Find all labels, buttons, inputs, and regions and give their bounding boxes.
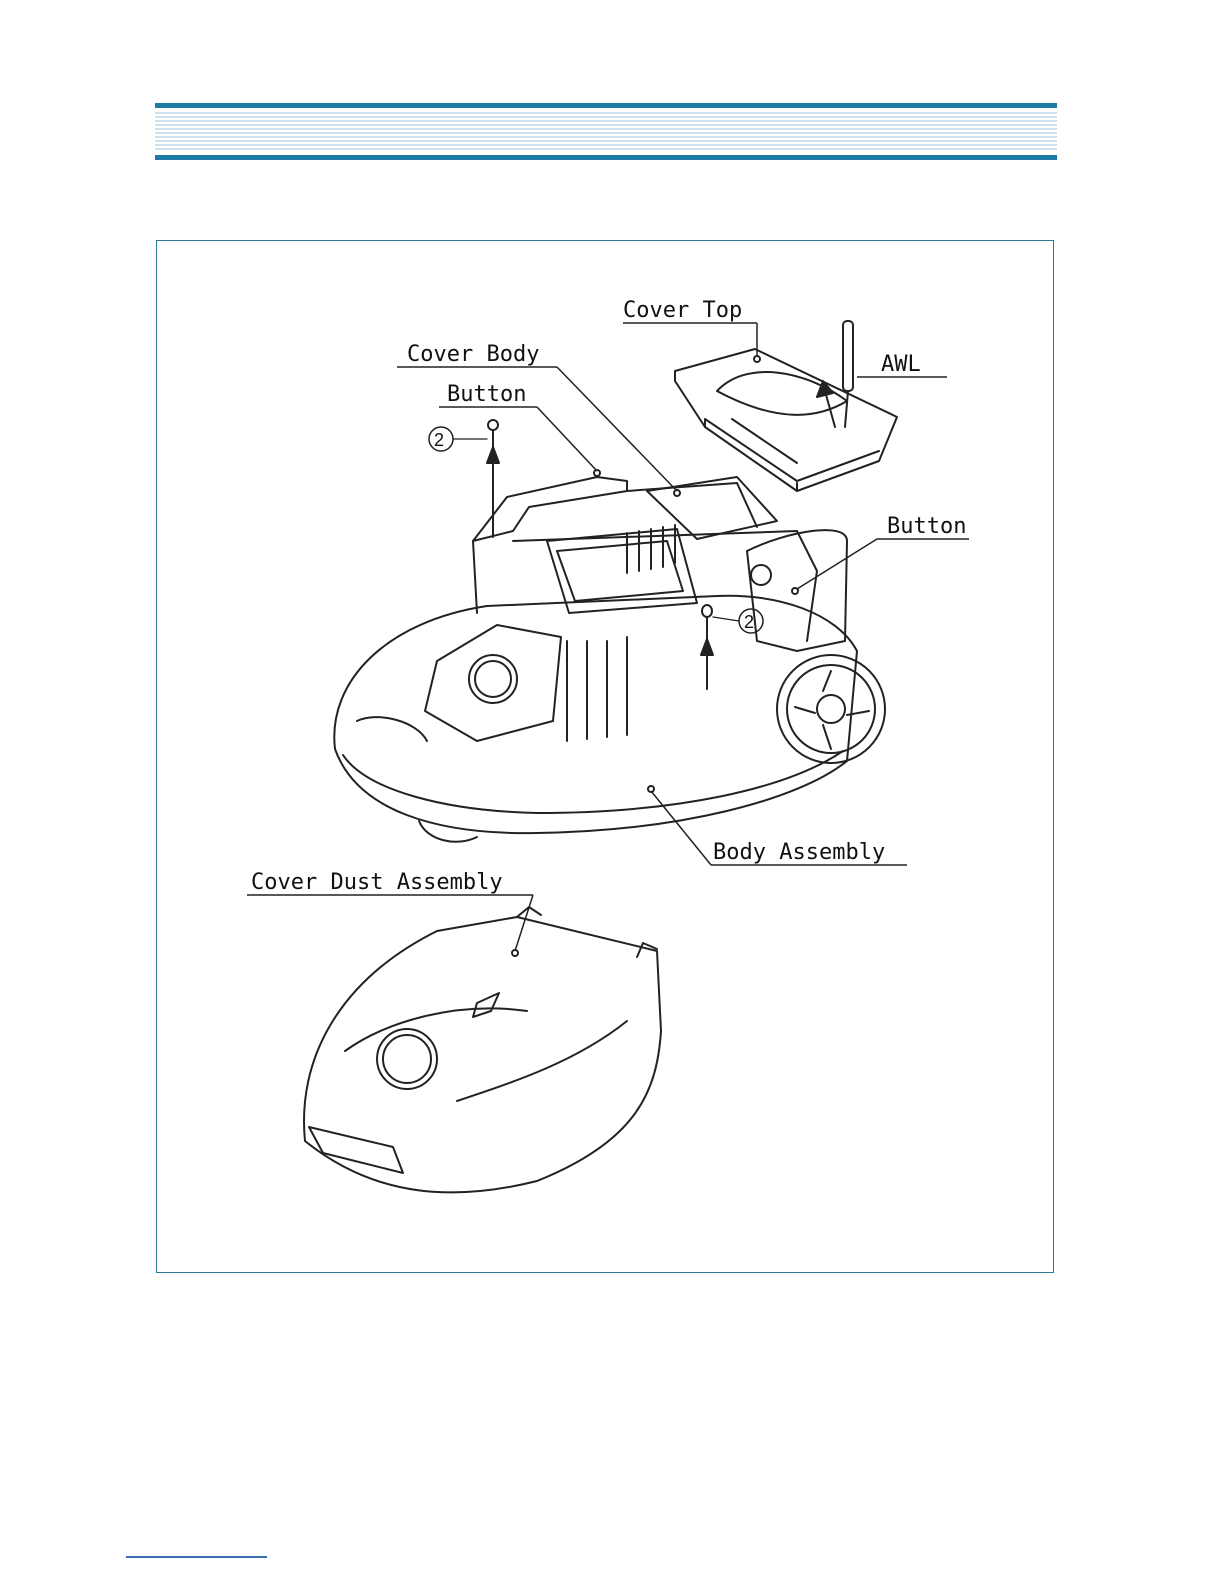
header-stripes	[155, 113, 1057, 149]
header-band	[155, 103, 1057, 161]
screw-right	[701, 605, 713, 689]
body-assembly-part	[334, 477, 885, 842]
callout-body-assembly: Body Assembly	[713, 840, 885, 865]
header-bottom-rule	[155, 155, 1057, 160]
callout-screw-right: 2	[744, 612, 754, 632]
exploded-view-drawing: Cover Top AWL Cover Body Button Button 2…	[157, 241, 1055, 1274]
callout-button-right: Button	[887, 514, 966, 539]
cover-top-part	[675, 349, 897, 491]
figure-frame: Cover Top AWL Cover Body Button Button 2…	[156, 240, 1054, 1273]
awl-tool	[843, 321, 853, 427]
leader-body-assembly-diag	[651, 791, 711, 865]
callout-button-left: Button	[447, 382, 526, 407]
callout-cover-top: Cover Top	[623, 298, 742, 323]
callout-cover-body: Cover Body	[407, 342, 539, 367]
header-top-rule	[155, 103, 1057, 108]
screw-right-leader	[713, 617, 739, 621]
leader-button-right-diag	[797, 539, 877, 589]
leader-button-left-diag	[537, 407, 597, 471]
leader-cover-dust-drop	[515, 895, 533, 951]
leader-cover-body-diag	[557, 367, 677, 491]
callout-screw-left: 2	[434, 430, 444, 450]
callout-cover-dust-assembly: Cover Dust Assembly	[251, 870, 503, 895]
footer-rule	[126, 1556, 267, 1558]
removal-arrow-up	[817, 381, 835, 427]
callout-awl: AWL	[881, 352, 921, 377]
cover-dust-assembly-part	[304, 907, 661, 1192]
